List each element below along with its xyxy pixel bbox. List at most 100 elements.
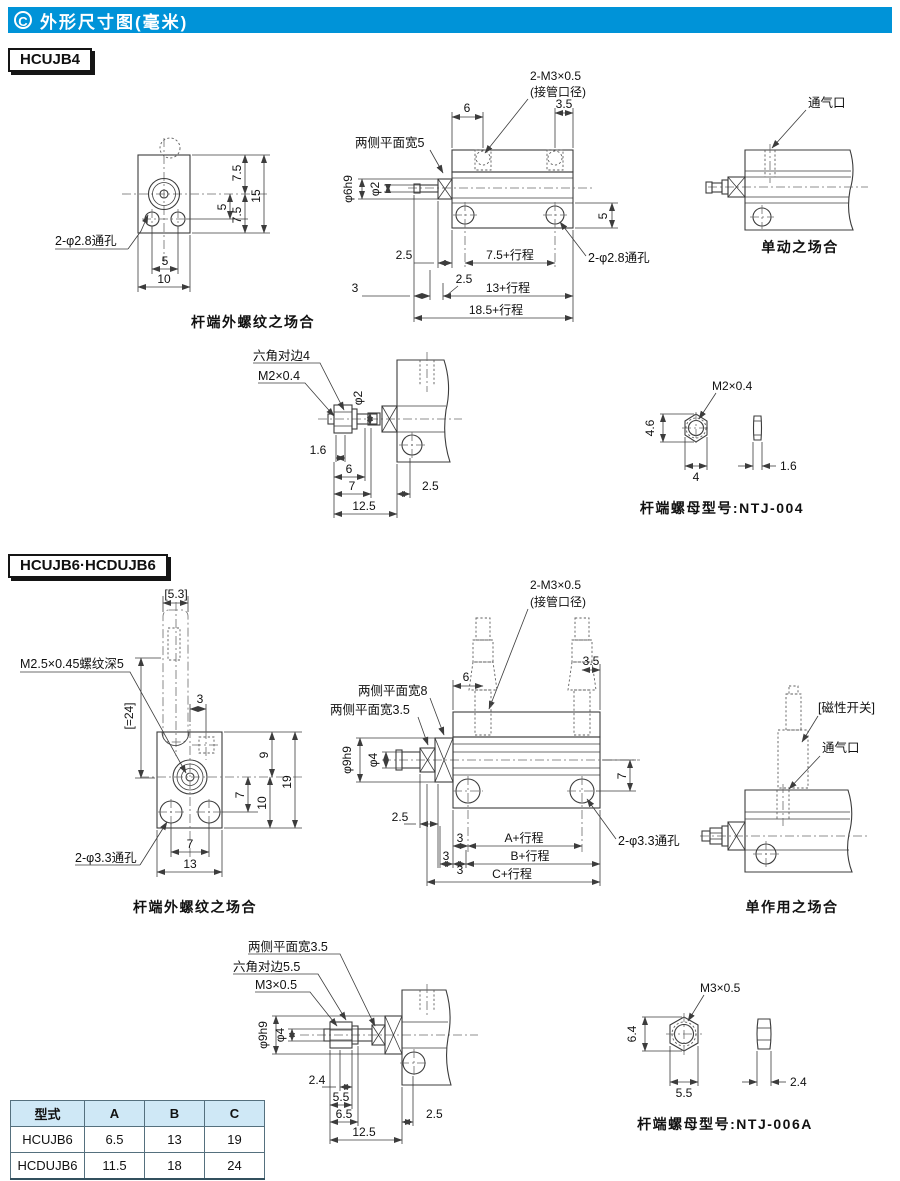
page-title: 外形尺寸图(毫米) <box>40 12 189 32</box>
caption: 单动之场合 <box>761 239 839 255</box>
hcujb4-rod-end-view: 六角对边4 M2×0.4 φ2 <box>253 349 462 518</box>
dim-label: 6 <box>346 462 353 476</box>
dim-label: 1.6 <box>310 443 327 457</box>
part-label: M2.5×0.45螺纹深5 <box>20 657 124 671</box>
dim-label: 6.5 <box>336 1107 353 1121</box>
caption: 杆端螺母型号:NTJ-006A <box>637 1116 813 1132</box>
dim-label: 3 <box>457 863 464 877</box>
dim-label: 10 <box>255 796 269 810</box>
dim-label: 13 <box>183 857 197 871</box>
model-label-hcujb4: HCUJB4 <box>8 48 93 72</box>
dim-label: 6.4 <box>625 1025 639 1042</box>
dim-label: φ2 <box>368 181 382 196</box>
dim-label: φ4 <box>273 1027 287 1042</box>
hcujb4-single-acting-view: 通气口 单动之场合 <box>705 95 868 255</box>
table-header-cell: C <box>204 1100 265 1127</box>
dim-label: C+行程 <box>492 866 532 881</box>
dim-label: 5.5 <box>333 1090 350 1104</box>
part-label: M3×0.5 <box>700 981 741 995</box>
dim-label: 2.5 <box>426 1107 443 1121</box>
hcujb4-side-view: 6 3.5 2-M3×0.5 (接管口径) 两侧平面宽5 φ6h9 φ2 5 <box>341 69 650 322</box>
part-label: 2-φ3.3通孔 <box>618 834 680 848</box>
section-header-bar: C 外形尺寸图(毫米) <box>8 7 892 33</box>
dim-label: 4.6 <box>643 419 657 436</box>
part-label: M2×0.4 <box>258 369 300 383</box>
dim-label: 7 <box>233 791 247 798</box>
dim-label: 12.5 <box>352 1125 376 1139</box>
part-label: 2-φ3.3通孔 <box>75 851 137 865</box>
dim-label: 7.5 <box>230 164 244 181</box>
part-label: 通气口 <box>808 95 846 110</box>
table-row: HCUJB6 6.5 13 19 <box>10 1126 265 1153</box>
dim-label: A+行程 <box>504 830 543 845</box>
dim-label: 1.6 <box>780 459 797 473</box>
part-label: 两侧平面宽3.5 <box>330 702 410 717</box>
dim-label: 2.5 <box>392 810 409 824</box>
dim-label: 5 <box>162 254 169 268</box>
dim-label: 15 <box>249 189 263 203</box>
part-label: (接管口径) <box>530 594 586 609</box>
dim-label: 5.5 <box>676 1086 693 1100</box>
dim-label: 6 <box>464 101 471 115</box>
ntj006a-nut-view: M3×0.5 6.4 5.5 2.4 杆端螺母型号:NTJ-006A <box>625 981 813 1132</box>
dim-label: 7 <box>615 772 629 779</box>
dim-label: 2.4 <box>309 1073 326 1087</box>
table-cell: 18 <box>144 1152 205 1180</box>
dim-label: 12.5 <box>352 499 376 513</box>
dim-label: 3.5 <box>556 97 573 111</box>
dim-label: φ2 <box>351 390 365 405</box>
part-label: 两侧平面宽5 <box>355 135 425 150</box>
dim-label: B+行程 <box>510 848 549 863</box>
dim-label: 3.5 <box>583 654 600 668</box>
part-label: 2-φ2.8通孔 <box>588 251 650 265</box>
table-cell: 6.5 <box>84 1126 145 1153</box>
dim-label: 2.5 <box>456 272 473 286</box>
part-label: [磁性开关] <box>818 700 875 715</box>
table-header-row: 型式 A B C <box>10 1100 265 1127</box>
part-label: 2-M3×0.5 <box>530 69 581 83</box>
dim-label: [=24] <box>122 702 136 729</box>
caption: 杆端螺母型号:NTJ-004 <box>640 500 804 516</box>
ntj004-nut-view: M2×0.4 4.6 4 1.6 杆端螺母型号:NTJ-004 <box>640 379 804 516</box>
dim-label: 3 <box>457 831 464 845</box>
table-cell: HCUJB6 <box>10 1126 85 1153</box>
part-label: 两侧平面宽3.5 <box>248 939 328 954</box>
part-label: 2-φ2.8通孔 <box>55 234 117 248</box>
dim-label: 13+行程 <box>486 280 530 295</box>
dim-label: φ9h9 <box>256 1021 270 1049</box>
dim-label: 6 <box>463 670 470 684</box>
part-label: 六角对边4 <box>253 349 310 363</box>
dim-label: φ6h9 <box>341 175 355 203</box>
dim-label: 19 <box>280 775 294 789</box>
dim-label: 2.5 <box>422 479 439 493</box>
dim-label: 5 <box>215 203 229 210</box>
table-cell: HCDUJB6 <box>10 1152 85 1180</box>
dim-label: φ9h9 <box>340 746 354 774</box>
table-cell: 13 <box>144 1126 205 1153</box>
caption: 杆端外螺纹之场合 <box>133 899 257 915</box>
hcujb6-side-view: 2-M3×0.5 (接管口径) <box>330 578 680 886</box>
hcujb4-front-view: 5 7.5 7.5 15 5 10 2-φ2.8通孔 杆端外螺纹之场合 <box>55 137 315 330</box>
model-label-hcujb6: HCUJB6·HCDUJB6 <box>8 554 168 578</box>
hcujb6-front-view: [5.3] M2.5×0.45螺纹深5 [=24] 3 <box>20 587 305 915</box>
dim-label: 5 <box>596 212 610 219</box>
caption: 杆端外螺纹之场合 <box>191 314 315 330</box>
dim-label: [5.3] <box>164 587 187 601</box>
table-cell: 11.5 <box>84 1152 145 1180</box>
part-label: 六角对边5.5 <box>233 960 300 974</box>
hcujb6-single-acting-view: [磁性开关] 通气口 单作用之场合 <box>700 685 875 915</box>
dim-label: 7.5 <box>230 206 244 223</box>
part-label: M2×0.4 <box>712 379 753 393</box>
dim-label: 2.5 <box>396 248 413 262</box>
dim-label: 7 <box>349 479 356 493</box>
table-header-cell: B <box>144 1100 205 1127</box>
dim-label: φ4 <box>366 752 380 767</box>
table-header-cell: 型式 <box>10 1100 85 1127</box>
dim-label: 3 <box>443 849 450 863</box>
dim-label: 7.5+行程 <box>486 247 534 262</box>
hcujb6-rod-end-view: 两侧平面宽3.5 六角对边5.5 M3×0.5 <box>233 939 478 1144</box>
dim-label: 3 <box>352 281 359 295</box>
table-cell: 24 <box>204 1152 265 1180</box>
table-row: HCDUJB6 11.5 18 24 <box>10 1152 265 1180</box>
